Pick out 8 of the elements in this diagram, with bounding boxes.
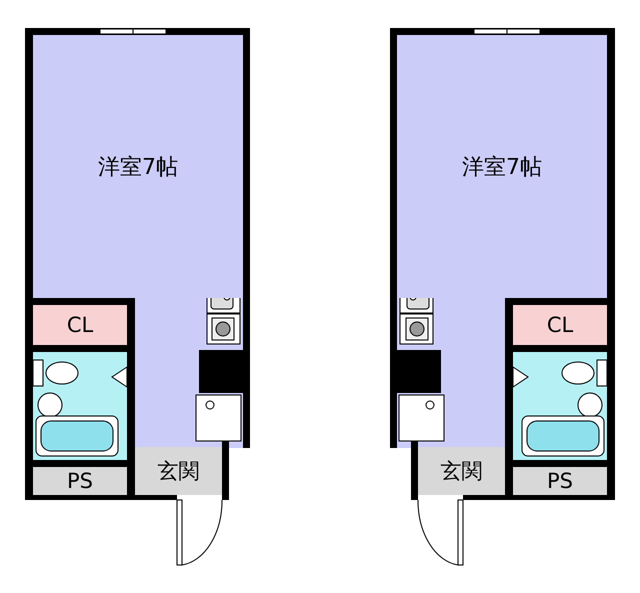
room-label: 洋室7帖	[397, 35, 607, 298]
closet-box: CL	[33, 305, 127, 345]
pipe-space-box: PS	[33, 467, 127, 495]
entrance-box: 玄関	[135, 447, 222, 495]
closet-box: CL	[513, 305, 607, 345]
entrance-box: 玄関	[418, 447, 505, 495]
pipe-space-box: PS	[513, 467, 607, 495]
room-label: 洋室7帖	[33, 35, 243, 298]
